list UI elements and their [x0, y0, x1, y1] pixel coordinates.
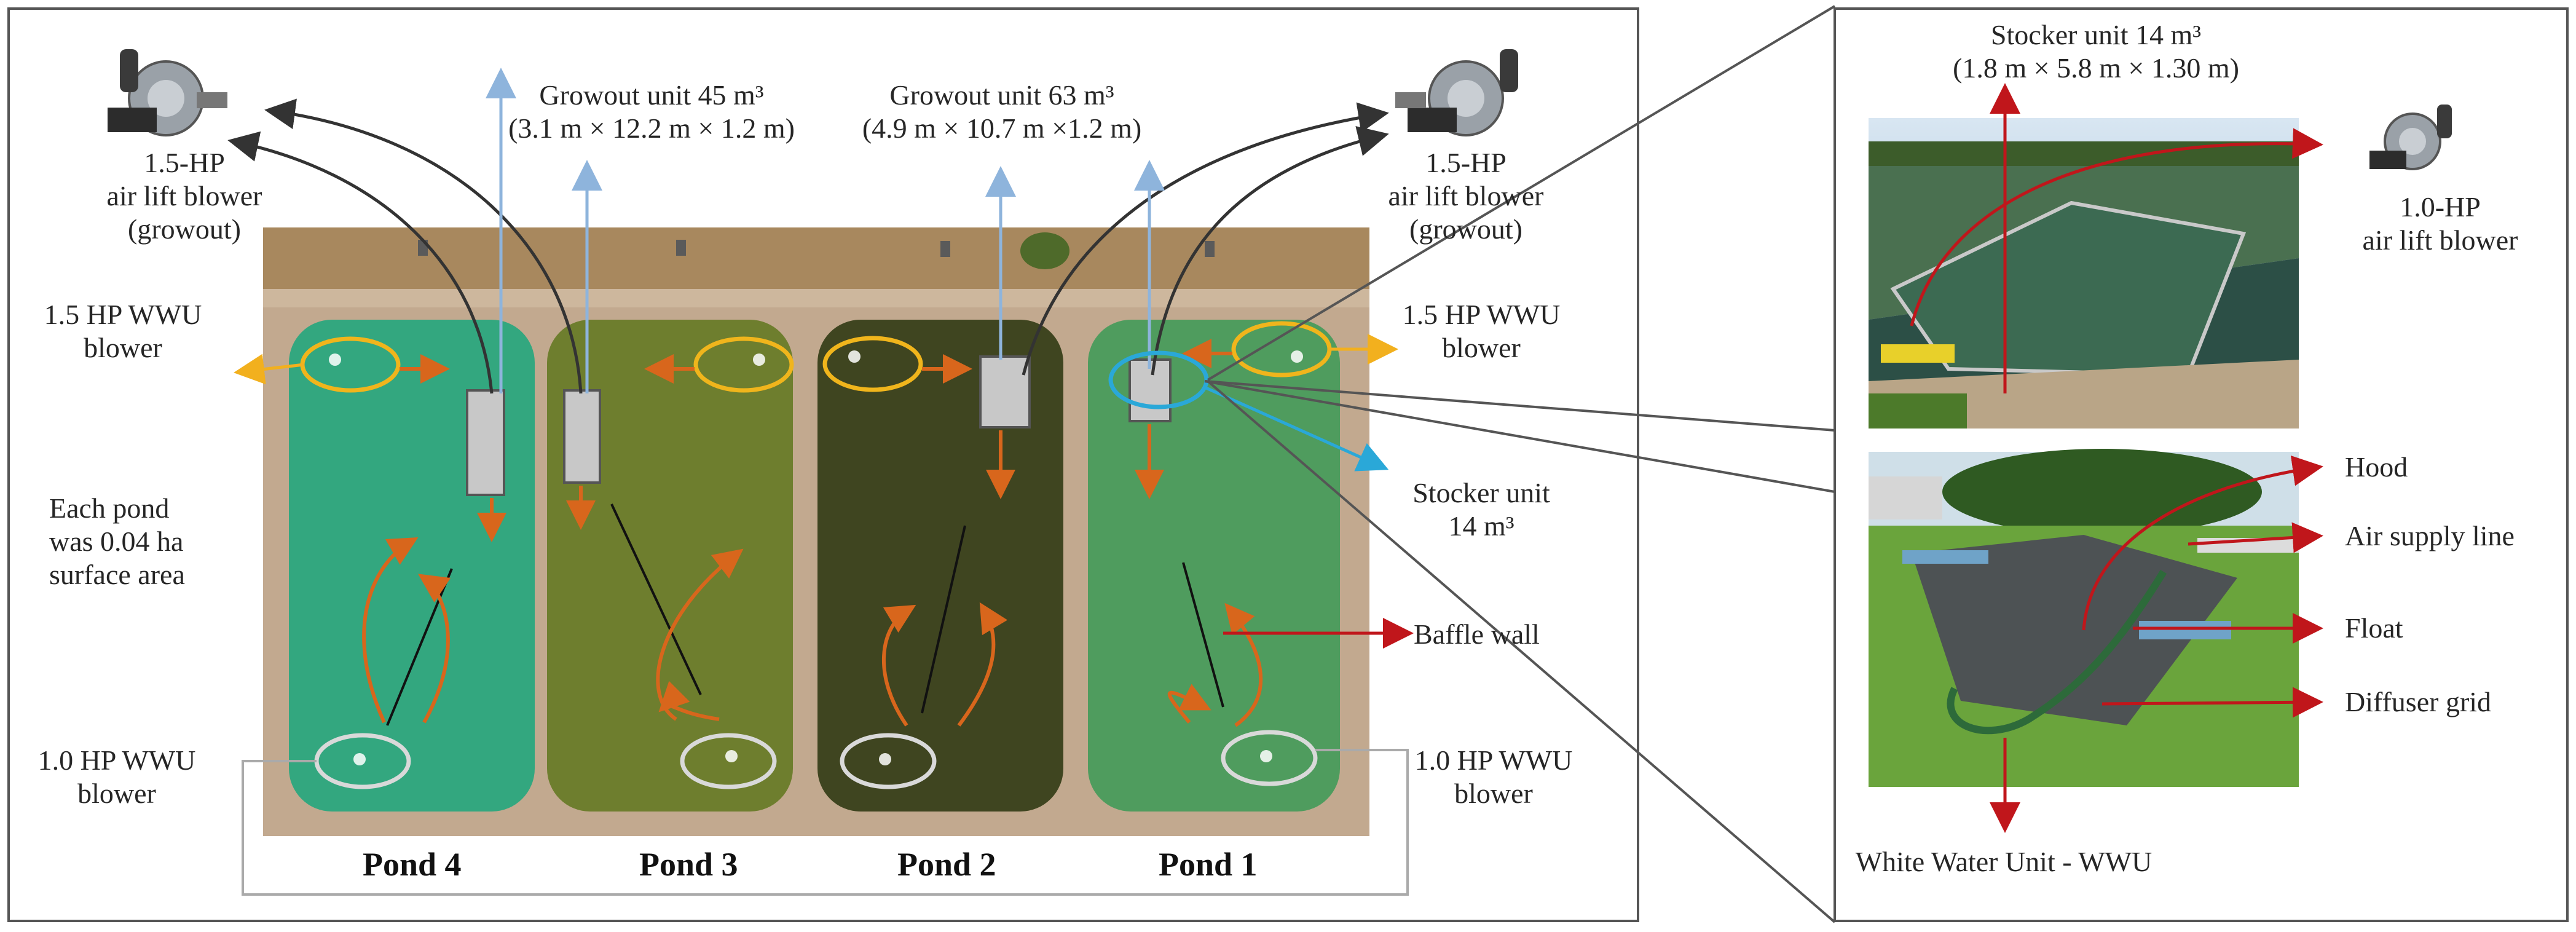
growout-unit-pond-2	[979, 355, 1031, 428]
wwu-photo	[1869, 449, 2299, 787]
label-line: air lift blower	[1388, 180, 1544, 211]
label-diffuser-grid: Diffuser grid	[2345, 686, 2492, 717]
growout-airline-arrows	[227, 98, 1389, 394]
label-line: air lift blower	[2362, 224, 2518, 256]
label-wwu-title: White Water Unit - WWU	[1855, 846, 2153, 877]
callout-lines	[1204, 380, 1835, 493]
label-line: 14 m³	[1448, 510, 1514, 542]
blower-icon-left	[108, 49, 227, 136]
stocker-arrow	[1203, 385, 1389, 472]
wwu10-manifold	[242, 749, 1409, 896]
aerial-photo	[263, 227, 1369, 836]
label-line: blower	[77, 778, 156, 809]
label-blower-growout-left: 1.5-HP air lift blower (growout)	[92, 146, 277, 246]
label-line: 1.5-HP	[144, 147, 225, 178]
growout-label-arrows	[486, 68, 1165, 393]
label-air-supply-line: Air supply line	[2345, 520, 2515, 551]
label-growout-45: Growout unit 45 m³ (3.1 m × 12.2 m × 1.2…	[486, 79, 817, 145]
label-line: 1.0 HP WWU	[37, 744, 196, 776]
label-line: blower	[84, 332, 162, 363]
growout-unit-pond-4	[466, 389, 505, 496]
label-line: was 0.04 ha	[49, 526, 184, 557]
label-line: (4.9 m × 10.7 m ×1.2 m)	[862, 113, 1142, 144]
photo-levee-top	[263, 227, 1369, 295]
label-line: Stocker unit	[1412, 477, 1550, 508]
label-baffle-wall: Baffle wall	[1414, 618, 1540, 650]
blower-icon-stocker	[2369, 105, 2452, 170]
label-stocker-title: Stocker unit 14 m³ (1.8 m × 5.8 m × 1.30…	[1918, 18, 2274, 85]
pond-label-4: Pond 4	[363, 846, 462, 883]
label-blower-stocker: 1.0-HP air lift blower	[2330, 191, 2551, 257]
label-line: surface area	[49, 559, 185, 590]
label-line: blower	[1442, 332, 1521, 363]
label-wwu10-left: 1.0 HP WWU blower	[25, 744, 209, 810]
wwu-callouts	[1990, 455, 2323, 833]
label-line: (3.1 m × 12.2 m × 1.2 m)	[508, 113, 795, 144]
label-blower-growout-right: 1.5-HP air lift blower (growout)	[1358, 146, 1574, 246]
label-line: 1.5-HP	[1425, 147, 1507, 178]
left-panel-frame	[7, 7, 1639, 922]
label-line: (growout)	[1409, 213, 1522, 245]
label-line: 1.5 HP WWU	[1402, 299, 1561, 330]
label-pond-area: Each pond was 0.04 ha surface area	[49, 492, 252, 591]
pond-3-water	[547, 320, 793, 812]
label-line: 1.0-HP	[2400, 191, 2481, 223]
right-panel-frame	[1834, 7, 2569, 922]
pond-label-2: Pond 2	[897, 846, 996, 883]
label-wwu15-right: 1.5 HP WWU blower	[1395, 298, 1567, 365]
growout-unit-pond-3	[563, 389, 601, 484]
stocker-ring	[1108, 350, 1209, 409]
baffle-wall-pond-1	[1182, 562, 1224, 708]
label-growout-63: Growout unit 63 m³ (4.9 m × 10.7 m ×1.2 …	[830, 79, 1174, 145]
zoom-lines	[1207, 5, 1836, 923]
label-stocker-unit: Stocker unit 14 m³	[1383, 476, 1580, 543]
label-line: 1.5 HP WWU	[44, 299, 202, 330]
baffle-wall-pond-3	[610, 504, 702, 695]
wwu15-arrows	[234, 334, 1398, 385]
label-line: (growout)	[128, 213, 241, 245]
label-line: Each pond	[49, 492, 170, 524]
label-wwu10-right: 1.0 HP WWU blower	[1401, 744, 1586, 810]
flow-arrows	[362, 339, 1263, 727]
label-wwu15-left: 1.5 HP WWU blower	[37, 298, 209, 365]
label-float: Float	[2345, 612, 2403, 644]
pond-label-1: Pond 1	[1159, 846, 1258, 883]
label-line: 1.0 HP WWU	[1414, 744, 1573, 776]
label-hood: Hood	[2345, 451, 2408, 483]
baffle-wall-pond-2	[921, 525, 966, 714]
label-line: Growout unit 63 m³	[889, 79, 1114, 111]
label-line: Stocker unit 14 m³	[1990, 19, 2202, 50]
label-line: (1.8 m × 5.8 m × 1.30 m)	[1953, 52, 2239, 84]
label-line: blower	[1454, 778, 1533, 809]
blower-icon-right	[1395, 49, 1518, 136]
label-line: Growout unit 45 m³	[539, 79, 764, 111]
pond-label-3: Pond 3	[639, 846, 738, 883]
wwu10-rings	[314, 730, 1318, 789]
stocker-airline-arrow	[1910, 128, 2323, 326]
label-line: air lift blower	[106, 180, 262, 211]
